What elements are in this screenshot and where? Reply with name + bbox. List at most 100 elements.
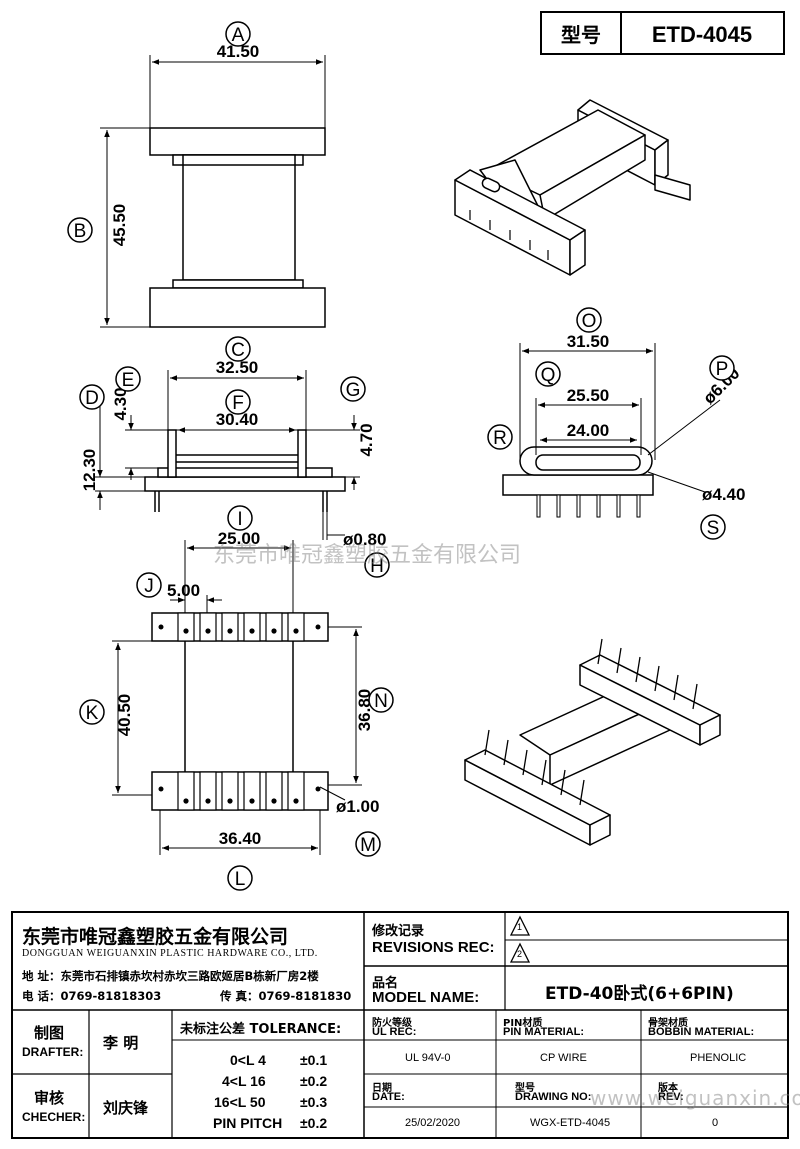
date-label-en: DATE: [372,1091,405,1103]
balloon-label-n: N [374,691,388,712]
iso-pin-upper [635,656,641,683]
checker-name: 刘庆锋 [103,1099,149,1117]
drawing-no-label-cn: 型号 [515,1083,535,1094]
ul-label-en: UL REC: [372,1026,417,1038]
drawing-no-value: WGX-ETD-4045 [530,1117,611,1129]
dim-g-value: 4.70 [357,423,376,456]
pin-slot [199,612,217,811]
end-view-pin [536,494,541,518]
iso-pin-upper [597,638,603,665]
end-view-pin [576,494,581,518]
company-name-cn: 东莞市唯冠鑫塑胶五金有限公司 [22,926,289,948]
ul-value: UL 94V-0 [405,1052,451,1064]
bobbin-material-value: PHENOLIC [690,1052,747,1064]
balloon-label-q: Q [541,365,556,386]
balloon-label-r: R [493,428,507,449]
drafter-name: 李 明 [103,1034,139,1052]
balloon-b: B [67,217,93,243]
model-name-label-en: MODEL NAME: [372,989,480,1006]
pin-material-label-cn: PIN材质 [503,1018,543,1029]
end-view-pin [636,494,641,518]
dim-lines-end [519,343,721,493]
dim-lines-front [100,55,326,328]
balloon-s: S [700,514,726,540]
pin-slot [265,612,283,811]
balloon-label-c: C [231,340,245,361]
balloon-i: I [227,505,253,531]
company-phone: 电 话：0769-81818303 [22,989,162,1003]
company-address: 地 址：东莞市石排镇赤坎村赤坎三路欧姬居B栋新厂房2楼 [22,969,319,983]
front-view [149,127,326,328]
end-view [502,446,654,518]
drafter-label-en: DRAFTER: [22,1045,84,1059]
tolerance-value-1: ±0.1 [300,1052,328,1068]
balloon-d: D [79,384,105,410]
balloon-label-e: E [122,370,135,391]
balloon-o: O [576,307,602,333]
pin-material-value: CP WIRE [540,1052,587,1064]
company-name-en: DONGGUAN WEIGUANXIN PLASTIC HARDWARE CO.… [22,948,318,959]
date-value: 25/02/2020 [405,1117,461,1129]
iso-pin-lower [522,749,528,776]
side-view [144,429,346,512]
balloon-label-g: G [346,380,361,401]
balloon-f: F [225,389,251,415]
dim-lines-side [95,370,360,540]
dim-l-value: 36.40 [219,829,262,848]
drawing-no-label-en: DRAWING NO: [515,1091,592,1103]
type-value: ETD-4045 [652,22,752,47]
bottom-view-slots [158,612,321,811]
bobbin-material-label-cn: 骨架材质 [648,1018,688,1029]
mounting-hole [158,786,164,792]
iso-pin-upper [692,683,698,710]
version-label-en: REV: [658,1091,684,1103]
model-header-box: 型号 ETD-4045 [540,11,785,55]
iso-pin-upper [673,674,679,701]
isometric-view-bottom [464,638,721,846]
balloon-g: G [340,376,366,402]
company-fax: 传 真：0769-8181830 [220,989,352,1003]
dim-k-value: 40.50 [115,694,134,737]
tolerance-range-1: 0<L 4 [230,1052,266,1068]
checker-label-cn: 审核 [34,1089,65,1107]
isometric-view-top [454,99,691,276]
balloon-e: E [115,366,141,392]
balloon-r: R [487,424,513,450]
balloon-a: A [225,21,251,47]
dim-h-value: ø0.80 [343,530,386,549]
revision-2-marker: 2 [517,949,523,959]
balloon-label-s: S [707,518,720,539]
tolerance-range-2: 4<L 16 [222,1073,266,1089]
ul-label-cn: 防火等级 [372,1018,412,1029]
iso-pin-lower [579,779,585,806]
balloon-n: N [368,687,394,713]
iso-pin-lower [560,769,566,796]
model-name-value: ETD-40卧式(6+6PIN) [545,984,734,1004]
dim-s-value: ø4.40 [702,485,745,504]
end-view-pin [556,494,561,518]
balloon-label-a: A [232,25,245,46]
balloon-label-o: O [582,311,597,332]
iso-pin-lower [541,759,547,786]
tolerance-range-pin: PIN PITCH [213,1115,283,1131]
balloon-label-b: B [74,221,87,242]
tolerance-value-pin: ±0.2 [300,1115,328,1131]
balloon-label-k: K [86,703,99,724]
drafter-label-cn: 制图 [34,1024,65,1042]
dim-r-value: 24.00 [567,421,610,440]
dim-o-value: 31.50 [567,332,610,351]
end-view-pin [616,494,621,518]
pin-slot [221,612,239,811]
dim-e-value: 4.30 [111,387,130,420]
pin-material-label-en: PIN MATERIAL: [503,1026,585,1038]
mounting-hole [158,624,164,630]
version-label-cn: 版本 [658,1083,678,1094]
balloon-label-m: M [360,835,376,856]
balloon-label-h: H [370,556,384,577]
balloon-label-p: P [716,359,729,380]
dim-a-value: 41.50 [217,42,260,61]
dim-b-value: 45.50 [110,204,129,247]
balloon-k: K [79,699,105,725]
pin-slot [243,612,261,811]
bobbin-material-label-en: BOBBIN MATERIAL: [648,1026,755,1038]
